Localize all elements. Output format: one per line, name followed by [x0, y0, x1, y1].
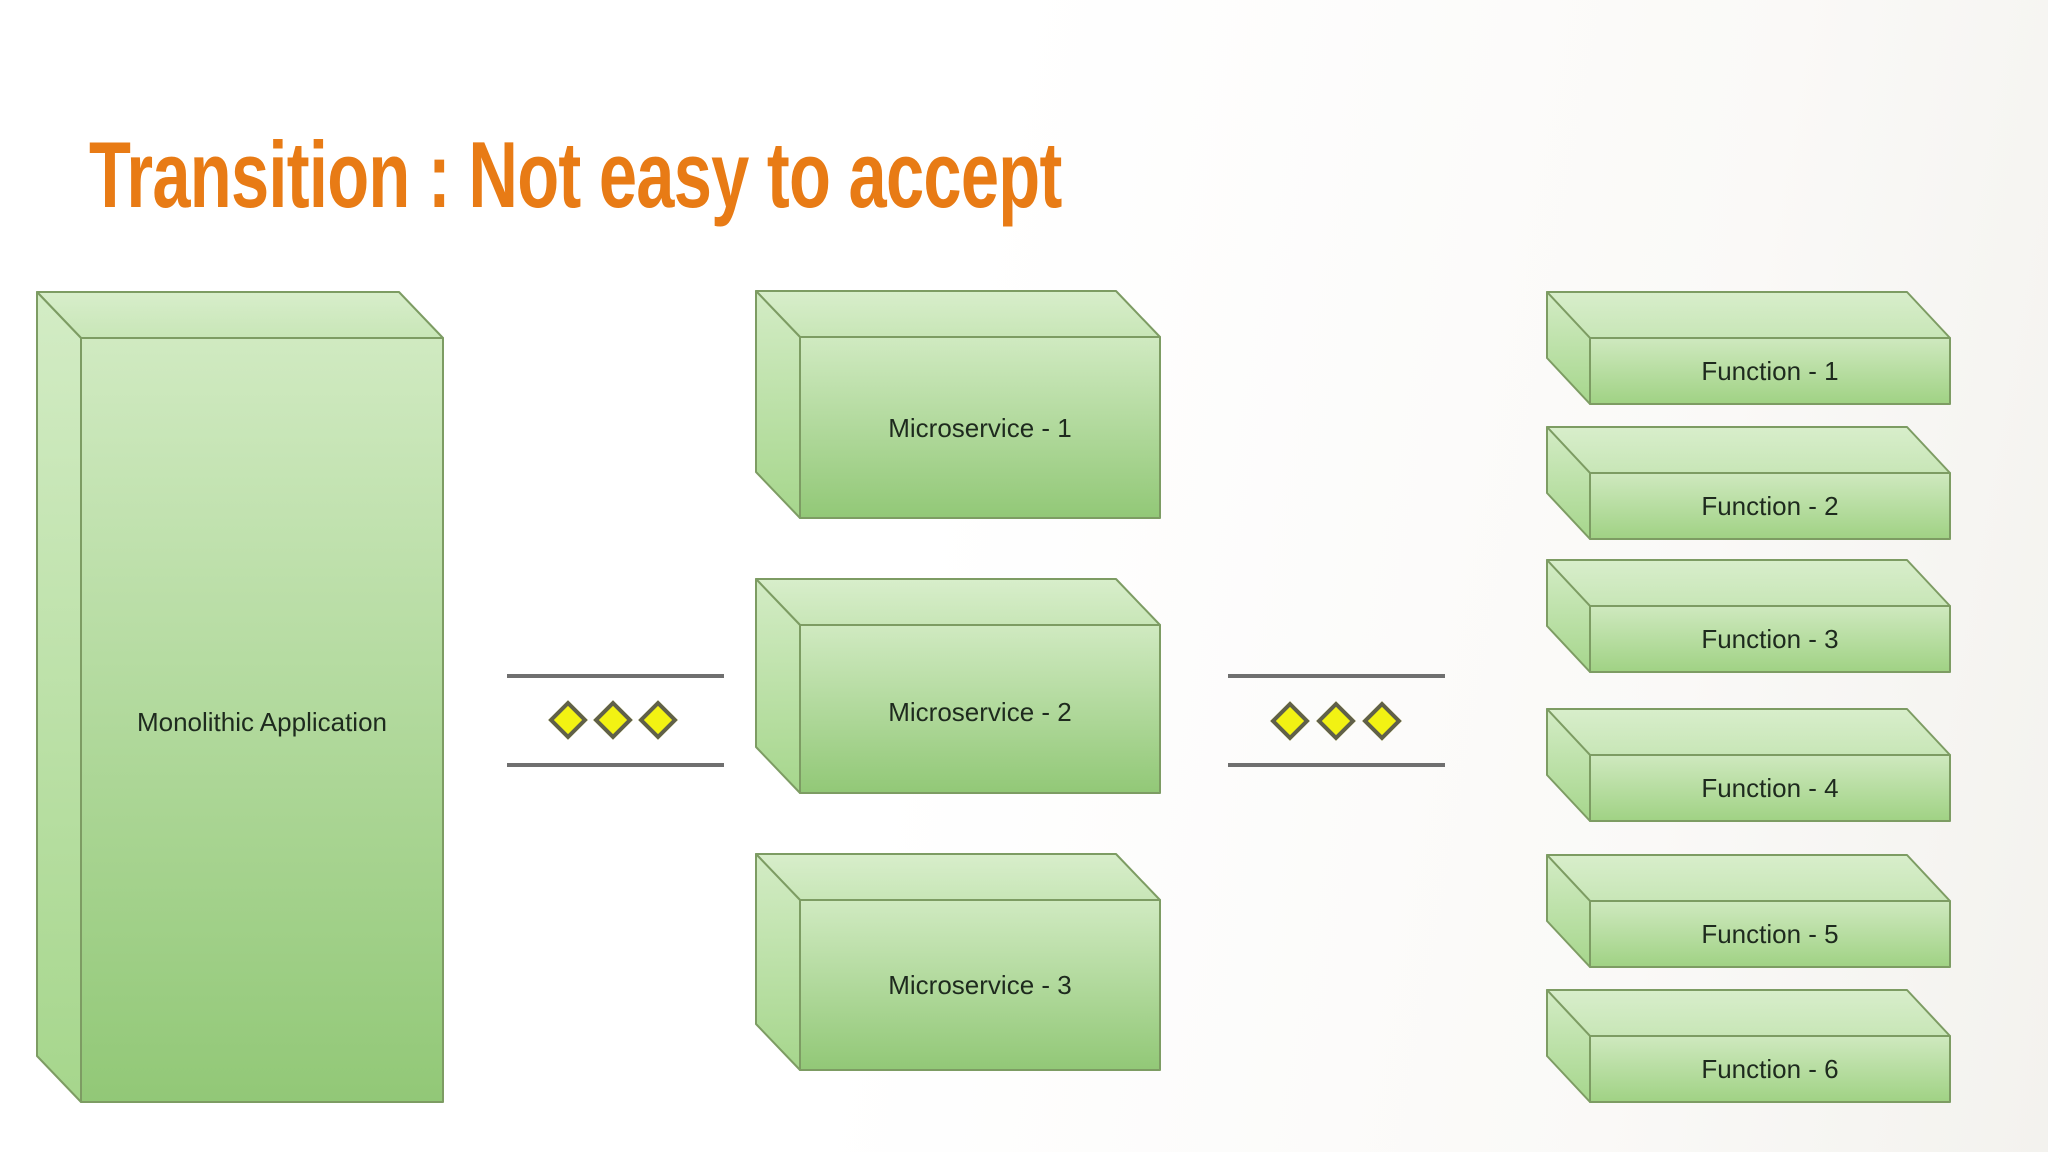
box-front-face	[1589, 337, 1951, 405]
transition-connector-right	[1228, 674, 1445, 767]
box-front-face	[1589, 472, 1951, 540]
box-front-face	[799, 624, 1161, 794]
function-box-6: Function - 6	[1546, 989, 1951, 1103]
function-box-3: Function - 3	[1546, 559, 1951, 673]
box-top-face	[1546, 291, 1951, 339]
box-front-face	[1589, 900, 1951, 968]
function-box-1: Function - 1	[1546, 291, 1951, 405]
monolith-box: Monolithic Application	[36, 291, 444, 1103]
microservice-box-1: Microservice - 1	[755, 290, 1161, 519]
box-top-face	[755, 578, 1161, 626]
monolith-label: Monolithic Application	[137, 707, 387, 737]
connector-line-top	[507, 674, 724, 678]
box-top-face	[1546, 426, 1951, 474]
diamond-icon	[1270, 701, 1310, 741]
box-front-face	[1589, 754, 1951, 822]
function-label: Function - 5	[1701, 919, 1838, 949]
box-top-face	[1546, 708, 1951, 756]
function-box-4: Function - 4	[1546, 708, 1951, 822]
box-front-face	[799, 899, 1161, 1071]
function-label: Function - 6	[1701, 1054, 1838, 1084]
diamond-icon	[1316, 701, 1356, 741]
box-top-face	[1546, 989, 1951, 1037]
connector-line-top	[1228, 674, 1445, 678]
function-box-5: Function - 5	[1546, 854, 1951, 968]
box-top-face	[755, 853, 1161, 901]
slide-title: Transition : Not easy to accept	[89, 122, 1062, 227]
diamond-icon	[1362, 701, 1402, 741]
box-front-face	[1589, 605, 1951, 673]
microservice-box-2: Microservice - 2	[755, 578, 1161, 794]
connector-line-bottom	[1228, 763, 1445, 767]
diamond-icon	[548, 700, 588, 740]
function-label: Function - 3	[1701, 624, 1838, 654]
box-top-face	[1546, 559, 1951, 607]
box-front-face	[1589, 1035, 1951, 1103]
box-top-face	[1546, 854, 1951, 902]
diamond-icon	[593, 700, 633, 740]
box-front-face	[799, 336, 1161, 519]
box-left-face	[36, 291, 82, 1103]
microservice-box-3: Microservice - 3	[755, 853, 1161, 1071]
function-label: Function - 4	[1701, 773, 1838, 803]
box-top-face	[36, 291, 444, 339]
box-front-face	[80, 337, 444, 1103]
microservice-label: Microservice - 1	[888, 413, 1071, 443]
microservice-label: Microservice - 2	[888, 697, 1071, 727]
function-label: Function - 1	[1701, 356, 1838, 386]
box-top-face	[755, 290, 1161, 338]
diamond-icon	[638, 700, 678, 740]
function-label: Function - 2	[1701, 491, 1838, 521]
connector-line-bottom	[507, 763, 724, 767]
transition-connector-left	[507, 674, 724, 767]
microservice-label: Microservice - 3	[888, 970, 1071, 1000]
function-box-2: Function - 2	[1546, 426, 1951, 540]
